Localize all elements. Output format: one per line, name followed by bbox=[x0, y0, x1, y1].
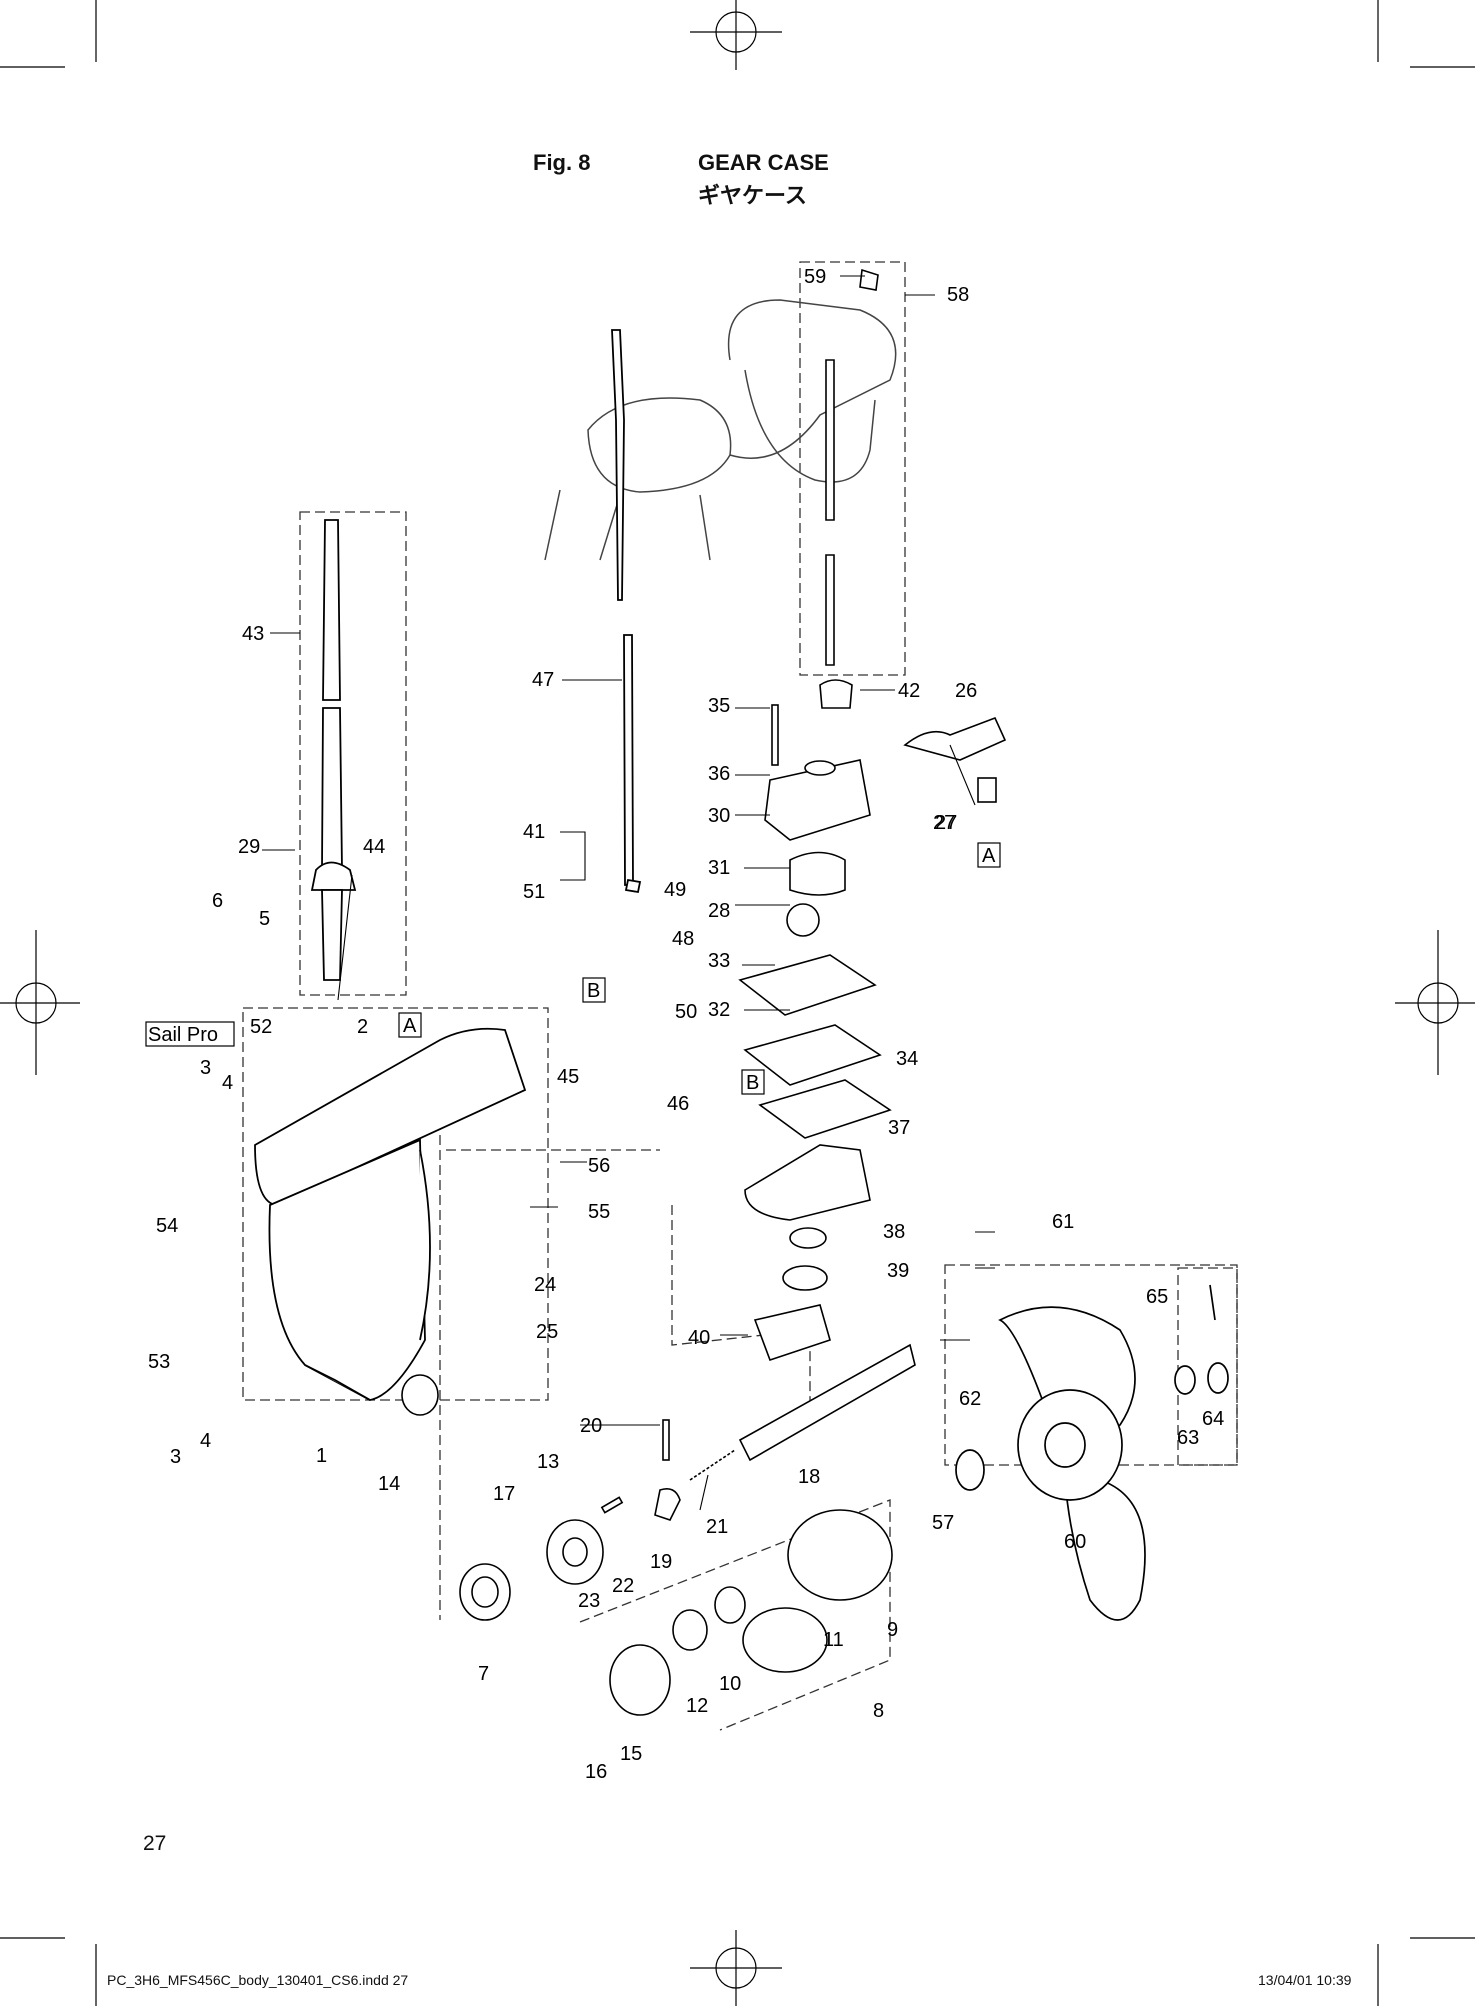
part-number-27: 27 bbox=[933, 812, 955, 834]
part-number-64: 64 bbox=[1202, 1408, 1224, 1430]
part-number-22: 22 bbox=[612, 1575, 634, 1597]
part-number-46: 46 bbox=[667, 1093, 689, 1115]
part-number-4: 4 bbox=[222, 1072, 233, 1094]
part-number-49: 49 bbox=[664, 879, 686, 901]
part-number-labels: 1234567891011121314151617181920212223242… bbox=[148, 266, 1224, 1783]
part-number-23: 23 bbox=[578, 1590, 600, 1612]
part-number-20: 20 bbox=[580, 1415, 602, 1437]
upper-rod-58 bbox=[825, 268, 879, 666]
page-title-japanese: ギヤケース bbox=[698, 184, 807, 209]
boxed-labels bbox=[145, 842, 1001, 1095]
part-number-45: 45 bbox=[557, 1066, 579, 1088]
boxed-label-a: A bbox=[982, 845, 996, 867]
group-boxes bbox=[242, 261, 1238, 1731]
leader-lines bbox=[262, 275, 995, 1511]
part-number-3: 3 bbox=[170, 1446, 181, 1468]
boxed-label-a: A bbox=[403, 1015, 417, 1037]
part-number-24: 24 bbox=[534, 1274, 556, 1296]
part-number-40: 40 bbox=[688, 1327, 710, 1349]
part-number-26: 26 bbox=[955, 680, 977, 702]
part-number-43: 43 bbox=[242, 623, 264, 645]
part-number-13: 13 bbox=[537, 1451, 559, 1473]
propeller bbox=[955, 1284, 1229, 1621]
sail-pro-label: Sail Pro bbox=[148, 1024, 218, 1046]
part-number-50: 50 bbox=[675, 1001, 697, 1023]
part-number-35: 35 bbox=[708, 695, 730, 717]
part-number-34: 34 bbox=[896, 1048, 918, 1070]
lower-unit-housing bbox=[254, 1027, 527, 1401]
part-number-61: 61 bbox=[1052, 1211, 1074, 1233]
footer-filename: PC_3H6_MFS456C_body_130401_CS6.indd 27 bbox=[107, 1972, 409, 1988]
part-number-18: 18 bbox=[798, 1466, 820, 1488]
part-number-41: 41 bbox=[523, 821, 545, 843]
part-number-10: 10 bbox=[719, 1673, 741, 1695]
part-number-33: 33 bbox=[708, 950, 730, 972]
part-number-62: 62 bbox=[959, 1388, 981, 1410]
part-number-12: 12 bbox=[686, 1695, 708, 1717]
powerhead-outline bbox=[544, 299, 897, 561]
part-number-31: 31 bbox=[708, 857, 730, 879]
part-number-52: 52 bbox=[250, 1016, 272, 1038]
part-number-36: 36 bbox=[708, 763, 730, 785]
part-number-60: 60 bbox=[1064, 1531, 1086, 1553]
part-number-5: 5 bbox=[259, 908, 270, 930]
part-number-6: 6 bbox=[212, 890, 223, 912]
part-number-16: 16 bbox=[585, 1761, 607, 1783]
part-number-21: 21 bbox=[706, 1516, 728, 1538]
boxed-label-b: B bbox=[746, 1072, 759, 1094]
figure-number: Fig. 8 bbox=[533, 150, 591, 175]
part-number-57: 57 bbox=[932, 1512, 954, 1534]
part-number-11: 11 bbox=[823, 1629, 844, 1651]
shift-rod bbox=[611, 329, 642, 894]
footer-timestamp: 13/04/01 10:39 bbox=[1258, 1972, 1352, 1988]
part-number-7: 7 bbox=[478, 1663, 489, 1685]
part-number-19: 19 bbox=[650, 1551, 672, 1573]
part-number-15: 15 bbox=[620, 1743, 642, 1765]
part-number-32: 32 bbox=[708, 999, 730, 1021]
part-number-17: 17 bbox=[493, 1483, 515, 1505]
part-number-55: 55 bbox=[588, 1201, 610, 1223]
part-number-14: 14 bbox=[378, 1473, 400, 1495]
part-number-58: 58 bbox=[947, 284, 969, 306]
part-number-37: 37 bbox=[888, 1117, 910, 1139]
page-number: 27 bbox=[143, 1832, 167, 1855]
part-number-48: 48 bbox=[672, 928, 694, 950]
part-number-51: 51 bbox=[523, 881, 545, 903]
boxed-label-b: B bbox=[587, 980, 600, 1002]
drive-shaft bbox=[310, 519, 357, 981]
part-number-9: 9 bbox=[887, 1619, 898, 1641]
part-number-1: 1 bbox=[316, 1445, 327, 1467]
part-number-25: 25 bbox=[536, 1321, 558, 1343]
part-number-56: 56 bbox=[588, 1155, 610, 1177]
water-pump-parts bbox=[738, 679, 1007, 1362]
part-number-30: 30 bbox=[708, 805, 730, 827]
part-number-44: 44 bbox=[363, 836, 385, 858]
part-number-39: 39 bbox=[887, 1260, 909, 1282]
part-number-8: 8 bbox=[873, 1700, 884, 1722]
part-number-2: 2 bbox=[357, 1016, 368, 1038]
part-number-4: 4 bbox=[200, 1430, 211, 1452]
part-number-3: 3 bbox=[200, 1057, 211, 1079]
part-number-29: 29 bbox=[238, 836, 260, 858]
part-number-63: 63 bbox=[1177, 1427, 1199, 1449]
part-number-47: 47 bbox=[532, 669, 554, 691]
page-title: GEAR CASE bbox=[698, 150, 829, 175]
part-number-28: 28 bbox=[708, 900, 730, 922]
part-number-42: 42 bbox=[898, 680, 920, 702]
part-number-27: 27 bbox=[935, 812, 957, 834]
part-number-54: 54 bbox=[156, 1215, 178, 1237]
gear-train bbox=[401, 1343, 916, 1716]
part-number-38: 38 bbox=[883, 1221, 905, 1243]
part-number-65: 65 bbox=[1146, 1286, 1168, 1308]
part-number-53: 53 bbox=[148, 1351, 170, 1373]
part-number-59: 59 bbox=[804, 266, 826, 288]
